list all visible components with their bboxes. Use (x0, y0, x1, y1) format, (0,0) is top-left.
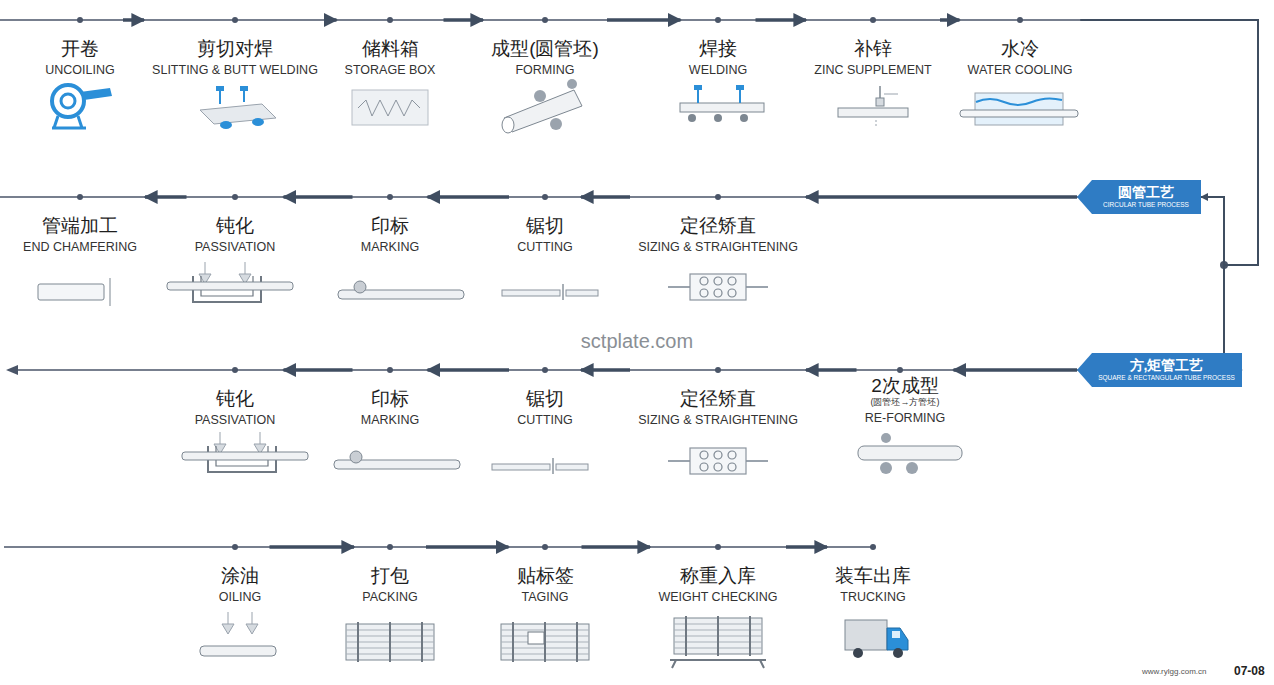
step-title: 补锌 (814, 38, 932, 60)
process-step: 称重入库 WEIGHT CHECKING (650, 537, 786, 607)
flow-arrow (607, 18, 681, 22)
step-subtitle: (圆管坯→方管坯) (865, 397, 946, 408)
process-step: 锯切 CUTTING (509, 187, 581, 257)
flow-arrow (806, 368, 857, 372)
step-title: 开卷 (45, 38, 115, 60)
flow-arrow (123, 18, 144, 22)
step-subtitle: STORAGE BOX (345, 62, 436, 78)
step-subtitle: WELDING (689, 62, 748, 78)
step-title: 管端加工 (23, 215, 137, 237)
flow-arrow (284, 195, 353, 199)
process-step: 管端加工 END CHAMFERING (15, 187, 145, 257)
process-step: 开卷 UNCOILING (37, 10, 123, 80)
website-note: www.rylgg.com.cn (1142, 667, 1206, 676)
flow-arrow (582, 545, 651, 549)
step-subtitle: PASSIVATION (195, 412, 276, 428)
process-step: 钝化 PASSIVATION (187, 360, 284, 430)
watermark: sctplate.com (581, 330, 693, 353)
process-step: 补锌 ZINC SUPPLEMENT (806, 10, 940, 80)
process-step: 打包 PACKING (354, 537, 426, 607)
step-subtitle: WATER COOLING (968, 62, 1073, 78)
flow-arrow (428, 195, 510, 199)
step-subtitle: ZINC SUPPLEMENT (814, 62, 932, 78)
process-step: 定径矫直 SIZING & STRAIGHTENING (630, 360, 806, 430)
step-subtitle: MARKING (361, 412, 420, 428)
step-subtitle: END CHAMFERING (23, 239, 137, 255)
step-title: 剪切对焊 (152, 38, 318, 60)
step-subtitle: OILING (219, 589, 262, 605)
step-title: 储料箱 (345, 38, 436, 60)
flow-arrow (806, 195, 1077, 199)
step-title: 钝化 (195, 215, 276, 237)
flow-arrow (284, 368, 353, 372)
process-step: 涂油 OILING (211, 537, 270, 607)
flow-arrow (270, 545, 355, 549)
process-step: 成型(圆管坯) FORMING (483, 10, 607, 80)
step-title: 印标 (361, 388, 420, 410)
step-subtitle: UNCOILING (45, 62, 115, 78)
process-step: 储料箱 STORAGE BOX (337, 10, 444, 80)
step-subtitle: CUTTING (517, 412, 573, 428)
process-step: 贴标签 TAGING (509, 537, 582, 607)
step-subtitle: RE-FORMING (865, 410, 946, 426)
step-subtitle: SQUARE & RECTANGULAR TUBE PROCESS (1095, 374, 1238, 382)
process-banner: 方,矩管工艺SQUARE & RECTANGULAR TUBE PROCESS (1077, 353, 1242, 387)
flow-arrow (786, 545, 827, 549)
process-step: 剪切对焊 SLITTING & BUTT WELDING (144, 10, 326, 80)
step-subtitle: MARKING (361, 239, 420, 255)
flow-arrow (954, 368, 1078, 372)
step-title: 定径矫直 (638, 215, 798, 237)
step-title: 打包 (362, 565, 418, 587)
step-subtitle: SIZING & STRAIGHTENING (638, 412, 798, 428)
step-subtitle: WEIGHT CHECKING (658, 589, 778, 605)
process-step: 钝化 PASSIVATION (187, 187, 284, 257)
process-step: 印标 MARKING (353, 187, 428, 257)
step-title: 装车出库 (835, 565, 911, 587)
step-subtitle: CIRCULAR TUBE PROCESS (1095, 201, 1197, 209)
flow-arrow (145, 195, 187, 199)
step-subtitle: SIZING & STRAIGHTENING (638, 239, 798, 255)
process-banner: 圆管工艺CIRCULAR TUBE PROCESS (1077, 180, 1201, 214)
step-subtitle: TAGING (517, 589, 574, 605)
step-title: 称重入库 (658, 565, 778, 587)
flow-arrow (581, 195, 630, 199)
step-title: 锯切 (517, 215, 573, 237)
step-title: 涂油 (219, 565, 262, 587)
step-subtitle: TRUCKING (835, 589, 911, 605)
step-title: 水冷 (968, 38, 1073, 60)
step-title: 圆管工艺 (1095, 184, 1197, 201)
step-title: 钝化 (195, 388, 276, 410)
step-title: 贴标签 (517, 565, 574, 587)
step-subtitle: FORMING (491, 62, 599, 78)
flow-arrow (581, 368, 630, 372)
process-step: 2次成型(圆管坯→方管坯) RE-FORMING (857, 360, 954, 428)
flow-arrow (1081, 20, 1259, 265)
step-title: 锯切 (517, 388, 573, 410)
step-subtitle: PACKING (362, 589, 418, 605)
step-title: 2次成型 (865, 375, 946, 397)
step-subtitle: SLITTING & BUTT WELDING (152, 62, 318, 78)
flow-arrow (428, 368, 510, 372)
banner-arrow (1077, 180, 1201, 214)
process-step: 装车出库 TRUCKING (827, 537, 919, 607)
step-subtitle: CUTTING (517, 239, 573, 255)
process-step: 水冷 WATER COOLING (960, 10, 1081, 80)
step-subtitle: PASSIVATION (195, 239, 276, 255)
process-step: 定径矫直 SIZING & STRAIGHTENING (630, 187, 806, 257)
banner-arrow (1077, 353, 1242, 387)
process-step: 锯切 CUTTING (509, 360, 581, 430)
step-title: 方,矩管工艺 (1095, 357, 1238, 374)
process-step: 焊接 WELDING (681, 10, 756, 80)
step-title: 定径矫直 (638, 388, 798, 410)
flow-arrow (444, 18, 484, 22)
page-number: 07-08 (1234, 664, 1265, 678)
flow-arrow (940, 18, 960, 22)
flow-arrow (426, 545, 509, 549)
flow-arrow (326, 18, 337, 22)
process-step: 印标 MARKING (353, 360, 428, 430)
step-title: 印标 (361, 215, 420, 237)
step-title: 成型(圆管坯) (491, 38, 599, 60)
flow-arrow (756, 18, 807, 22)
step-title: 焊接 (689, 38, 748, 60)
